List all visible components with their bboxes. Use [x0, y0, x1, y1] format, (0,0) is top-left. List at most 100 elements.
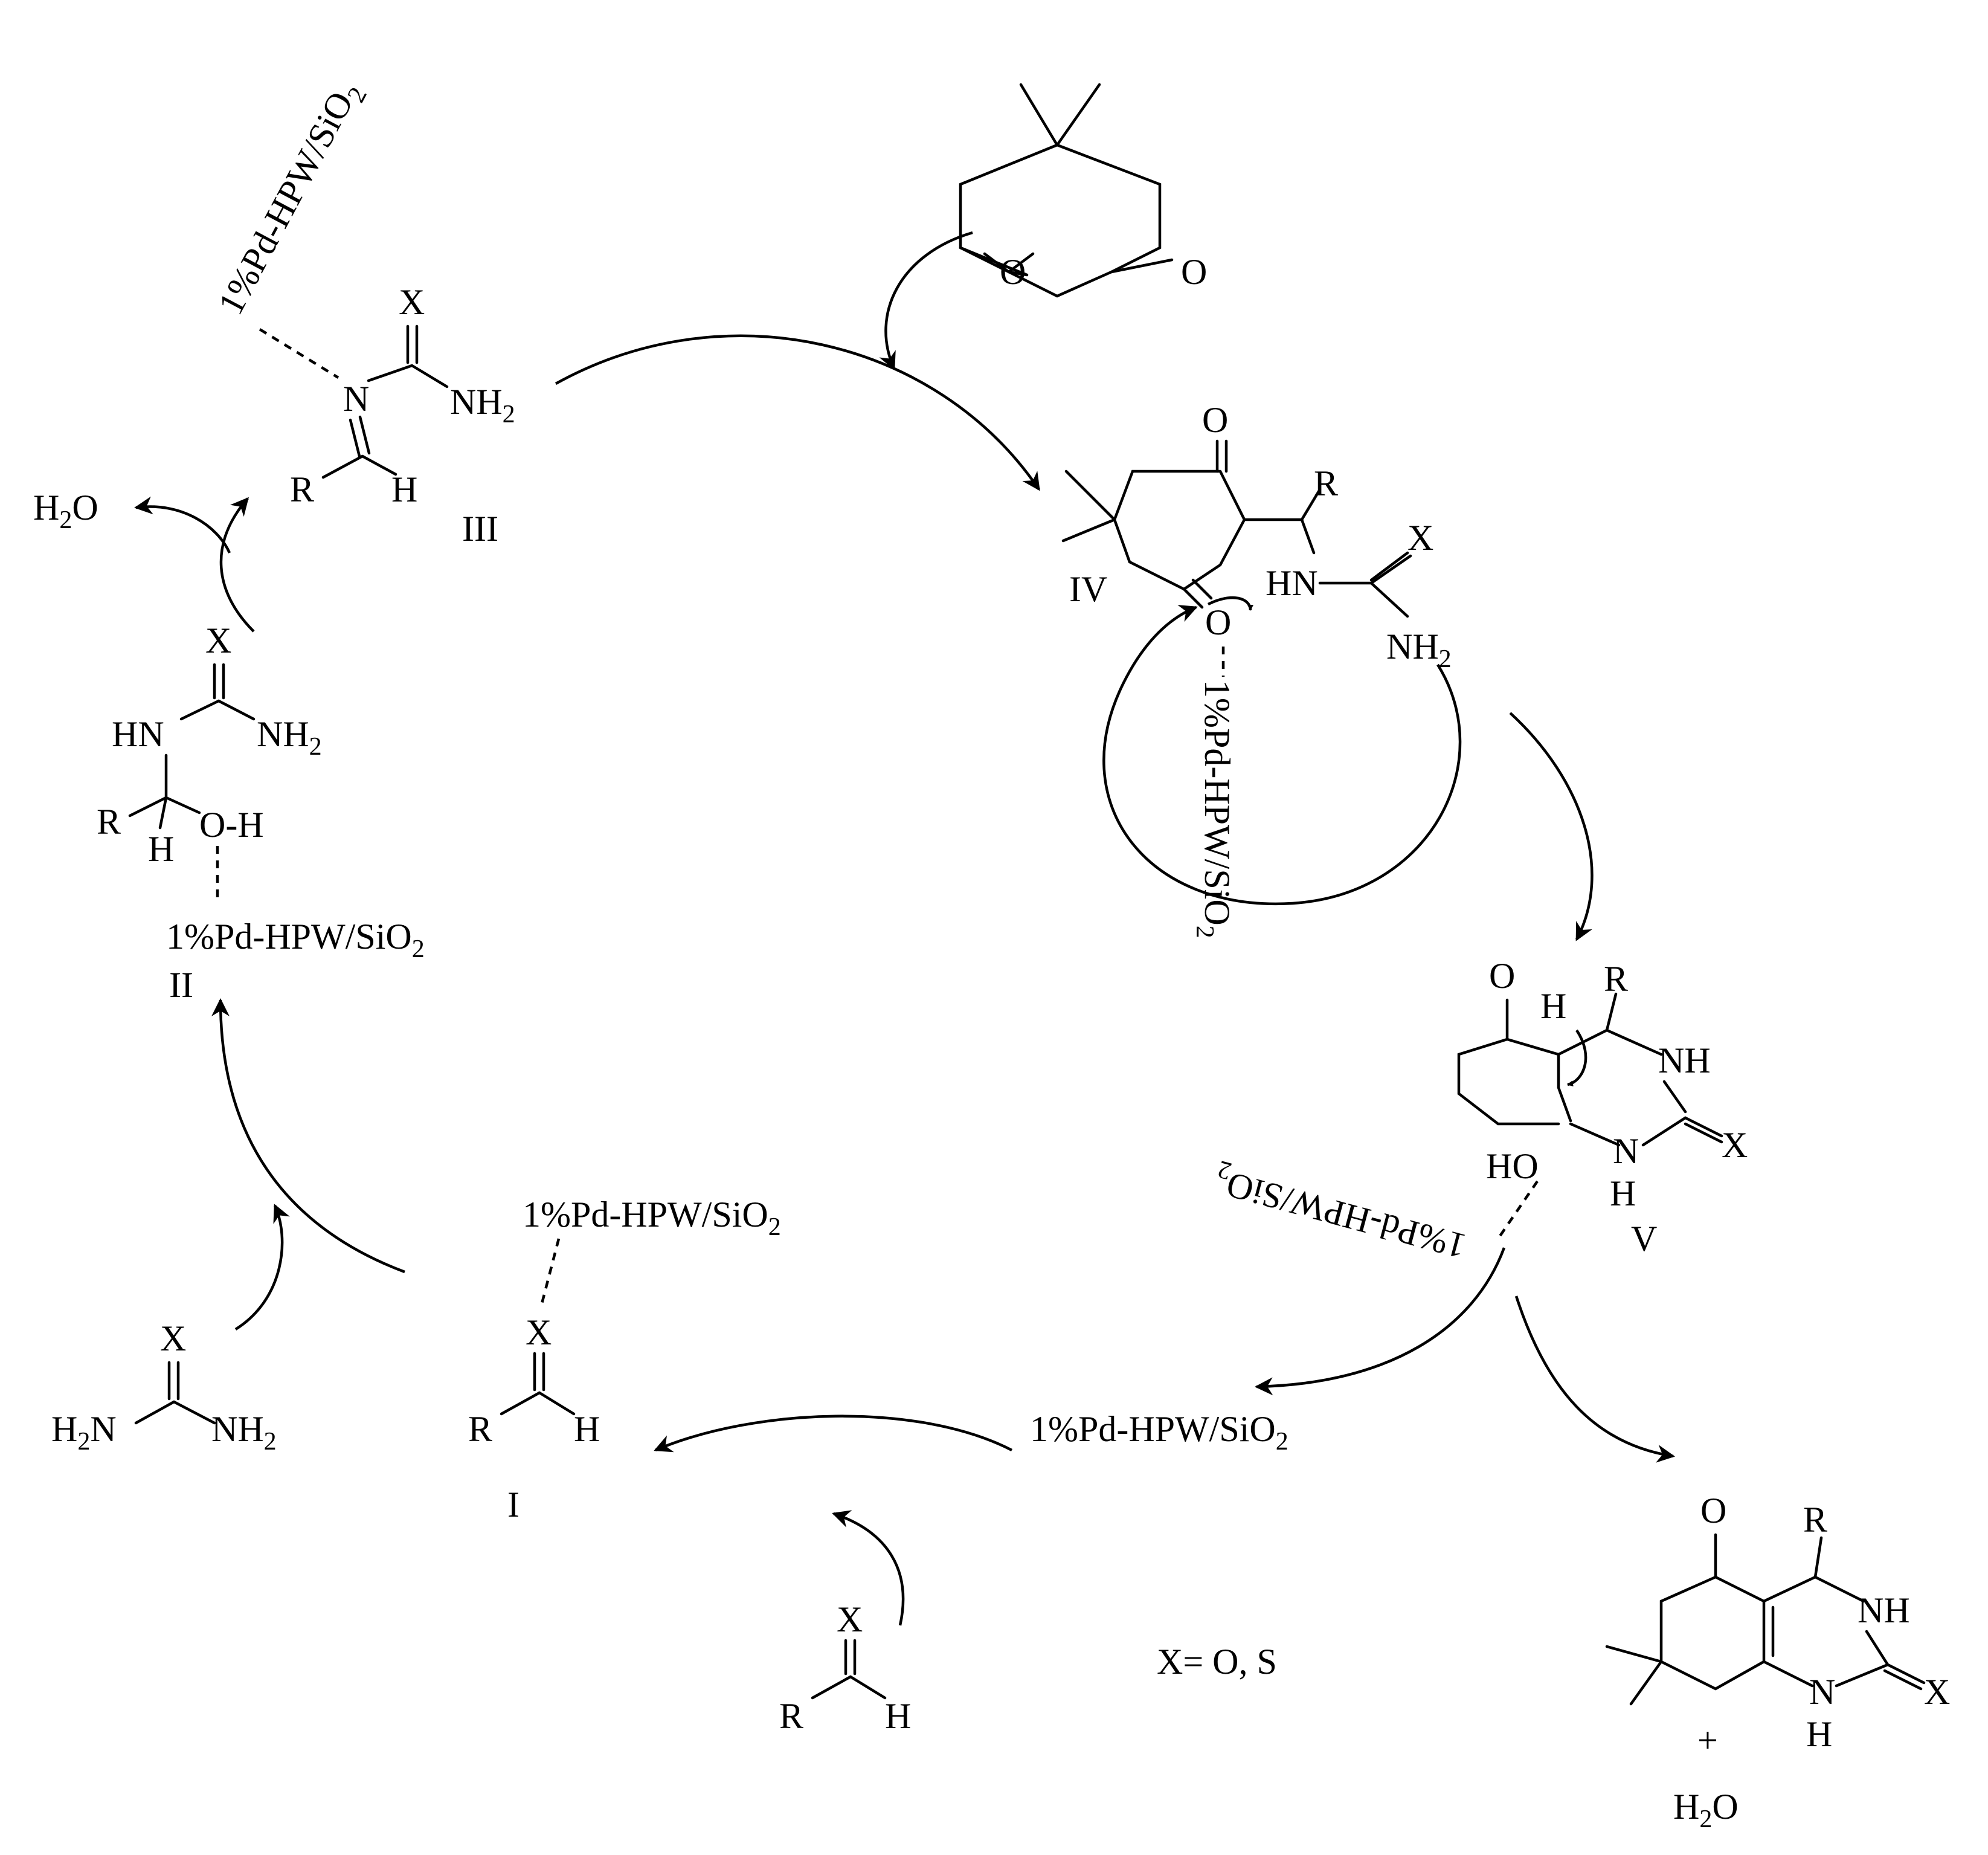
- intermediate-II: X HN NH2 R H O-H 1%Pd-HPW/SiO2 II: [97, 621, 425, 1005]
- atom-R: R: [290, 469, 314, 509]
- aldehyde-reagent: X R H: [779, 1599, 911, 1736]
- bond: [849, 1675, 887, 1700]
- amino-group: NH2: [257, 714, 322, 761]
- atom-X: X: [1924, 1672, 1950, 1712]
- atom-N: N: [1613, 1131, 1639, 1171]
- atom-X: X: [1407, 518, 1433, 558]
- atom-O: O: [1202, 400, 1228, 440]
- label-II: II: [169, 965, 193, 1005]
- side-chain-bonds: [1243, 488, 1322, 555]
- inner-cycle-arrow: [1102, 605, 1462, 906]
- atom-H: H: [574, 1409, 600, 1449]
- catalyst-coordination-dash: [1497, 1180, 1539, 1240]
- label-I: I: [507, 1485, 520, 1524]
- curly-arrow: [1207, 596, 1253, 611]
- urea-reagent: X H2N NH2: [51, 1318, 277, 1456]
- atom-X: X: [837, 1599, 863, 1639]
- substituent-legend: X= O, S: [1157, 1642, 1277, 1682]
- ring-bonds-right: [1762, 1536, 1865, 1603]
- ring-bonds-right: [1557, 992, 1663, 1056]
- hydroxyl-group: O-H: [199, 805, 264, 845]
- arrow-catalyst-regeneration: [1255, 1247, 1506, 1396]
- arrow-urea-input: [234, 1204, 290, 1331]
- urea-ring-bonds: [1569, 1080, 1723, 1147]
- atom-N: N: [343, 379, 369, 419]
- amino-group: NH2: [1386, 627, 1452, 673]
- ring-bonds: [1659, 1575, 1766, 1691]
- atom-H: H: [391, 469, 417, 509]
- methyl-bonds: [1605, 1645, 1663, 1706]
- label-IV: IV: [1069, 569, 1107, 609]
- arrow-dimedone-addition: [879, 231, 973, 370]
- catalyst-coordination-dash: [259, 328, 339, 379]
- arrow-aldehyde-input: [832, 1510, 905, 1626]
- bond: [500, 1391, 541, 1416]
- arrow-I-to-II: [211, 998, 405, 1274]
- atom-H: H: [1610, 1173, 1636, 1213]
- bond: [410, 364, 449, 389]
- atom-O: O: [1700, 1491, 1726, 1531]
- final-product: O R NH X N H + H2O: [1605, 1491, 1950, 1833]
- atom-R: R: [97, 802, 121, 842]
- atom-R: R: [1803, 1500, 1827, 1540]
- dimedone-oxygen-left: O: [1000, 252, 1026, 292]
- arrow-water-release: [134, 496, 231, 553]
- bond: [361, 454, 397, 476]
- arrow-III-to-IV: [555, 334, 1040, 491]
- arrow-product-formation: [1514, 1295, 1675, 1463]
- bond: [172, 1400, 216, 1425]
- atom-X: X: [399, 282, 425, 322]
- atom-R: R: [1314, 463, 1338, 503]
- urea-ring-bonds: [1762, 1630, 1926, 1691]
- catalyst-label-V-rotated: 1%Pd-HPW/SiO2: [1210, 1155, 1472, 1266]
- bond: [367, 364, 414, 382]
- atom-O: O: [1489, 956, 1515, 996]
- dimedone-oxygen-right: O: [1181, 252, 1207, 292]
- atom-H: H: [1806, 1714, 1832, 1754]
- catalyst-label-II: 1%Pd-HPW/SiO2: [166, 917, 425, 963]
- atom-R: R: [468, 1409, 492, 1449]
- plus-sign: +: [1697, 1720, 1718, 1760]
- arrow-catalyst-to-I: [654, 1415, 1013, 1453]
- bond: [538, 1391, 576, 1416]
- ring-bonds: [1113, 469, 1246, 591]
- atom-NH: NH: [1858, 1590, 1910, 1630]
- atom-X: X: [160, 1318, 186, 1358]
- amino-group-right: NH2: [211, 1409, 277, 1456]
- intermediate-III: 1%Pd-HPW/SiO2 X N NH2 R H III: [210, 74, 515, 549]
- carbonyl-bond-lower: [1182, 578, 1213, 609]
- catalyst-label-regenerated: 1%Pd-HPW/SiO2: [1030, 1409, 1288, 1456]
- atom-HN: HN: [112, 714, 164, 754]
- catalyst-coordination-dash: [539, 1238, 561, 1309]
- curly-arrow: [1567, 1029, 1588, 1087]
- atom-HN: HN: [1266, 563, 1318, 603]
- dimedone-bonds: [959, 83, 1174, 298]
- atom-X: X: [205, 621, 231, 660]
- hydroxyl-label: HO: [1486, 1146, 1539, 1186]
- bond: [811, 1675, 852, 1700]
- atom-R: R: [779, 1696, 803, 1736]
- bond: [179, 699, 220, 721]
- carbonyl-bond: [1215, 439, 1228, 473]
- bond: [321, 454, 364, 479]
- bond: [349, 418, 361, 458]
- atom-R: R: [1604, 959, 1628, 999]
- atom-N: N: [1809, 1672, 1835, 1712]
- catalyst-label-III-rotated: 1%Pd-HPW/SiO2: [210, 74, 373, 324]
- water-byproduct-top: H2O: [33, 488, 98, 534]
- dimedone-structure: O O: [959, 83, 1207, 298]
- arrow-IV-to-V: [1509, 712, 1594, 941]
- atom-H: H: [885, 1696, 911, 1736]
- catalyst-label-I: 1%Pd-HPW/SiO2: [523, 1195, 781, 1241]
- atom-O: O: [1205, 602, 1231, 642]
- atom-NH: NH: [1658, 1040, 1711, 1080]
- bond: [128, 796, 168, 818]
- bond: [158, 796, 168, 830]
- atom-H: H: [148, 829, 174, 869]
- intermediate-V: O R H NH X N H HO 1%Pd-HPW/SiO2 V: [1210, 956, 1748, 1266]
- atom-X: X: [526, 1312, 552, 1352]
- intermediate-I: 1%Pd-HPW/SiO2 X R H I: [468, 1195, 781, 1524]
- label-III: III: [462, 509, 498, 549]
- atom-H: H: [1540, 986, 1566, 1026]
- bond: [134, 1400, 176, 1425]
